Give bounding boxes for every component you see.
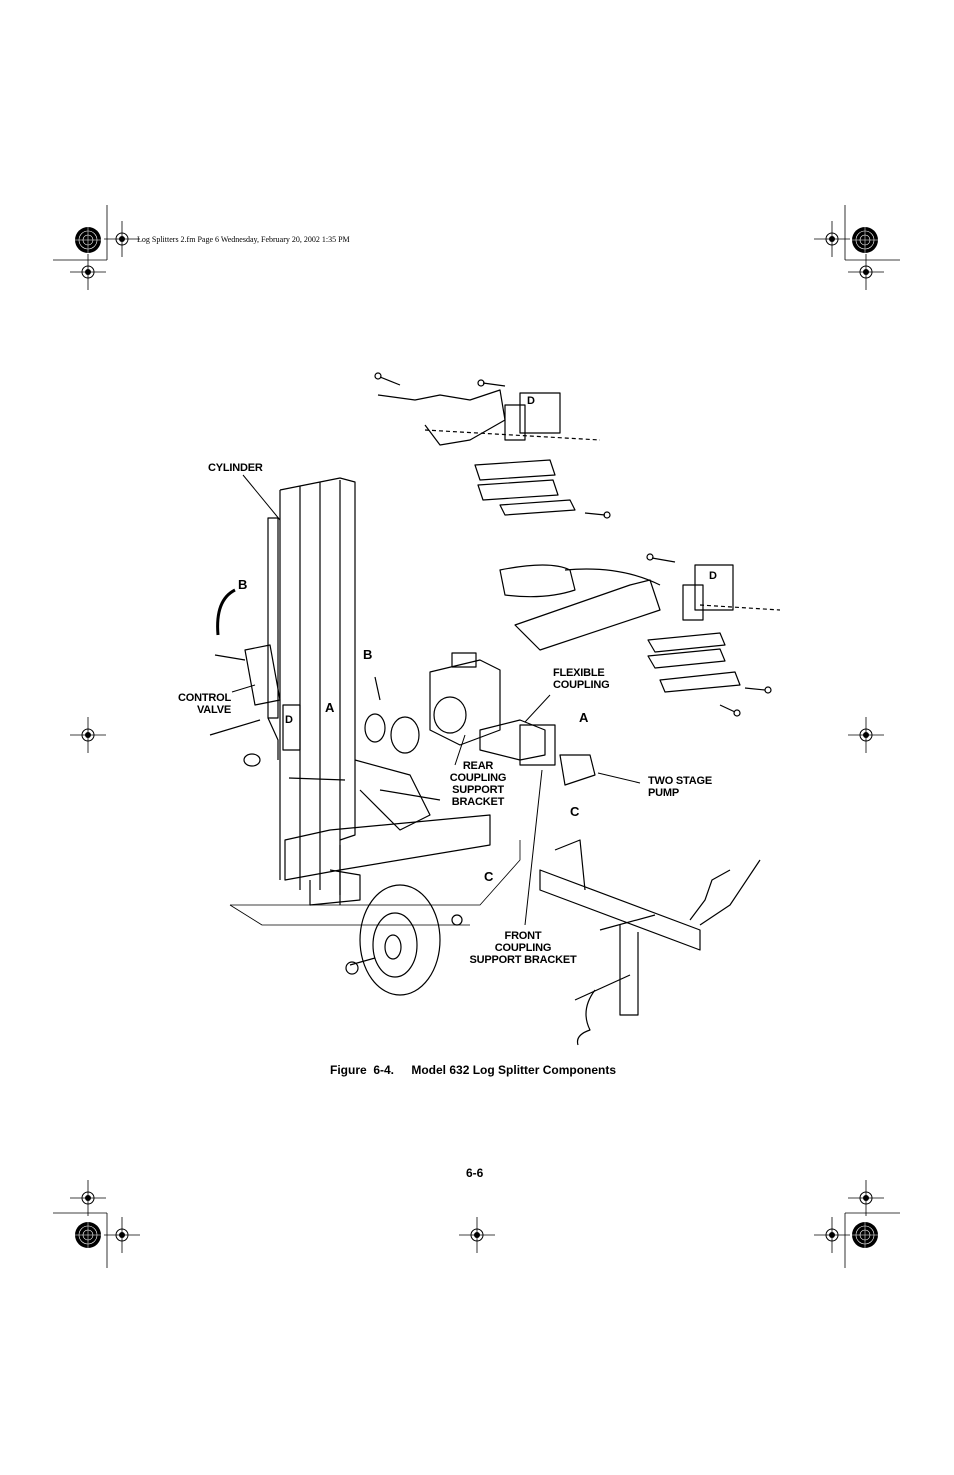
marker-d-plate: D	[285, 714, 293, 726]
callout-front-coupling-support-bracket: FRONT COUPLING SUPPORT BRACKET	[462, 930, 584, 966]
figure-caption: Figure 6-4. Model 632 Log Splitter Compo…	[330, 1063, 616, 1077]
callout-rear-bracket-line2: COUPLING	[449, 772, 507, 784]
marker-b-hose: B	[238, 577, 248, 592]
callout-two-stage-pump-line1: TWO STAGE	[648, 775, 712, 787]
callout-flexible-coupling-line1: FLEXIBLE	[553, 667, 605, 679]
figure-caption-title: Model 632 Log Splitter Components	[411, 1063, 617, 1077]
callout-control-valve-line1: CONTROL	[178, 692, 231, 704]
callout-rear-coupling-support-bracket: REAR COUPLING SUPPORT BRACKET	[442, 760, 514, 808]
callout-front-bracket-line1: FRONT	[504, 930, 542, 942]
marker-d-top-bracket: D	[527, 395, 535, 407]
callout-two-stage-pump-line2: PUMP	[648, 787, 679, 799]
callout-control-valve: CONTROL VALVE	[175, 692, 231, 716]
figure-caption-number: Figure 6-4.	[330, 1063, 395, 1077]
marker-a-valve: A	[325, 700, 335, 715]
callout-front-bracket-line2: COUPLING	[494, 942, 552, 954]
callout-flexible-coupling: FLEXIBLE COUPLING	[553, 667, 610, 691]
marker-d-middle-bracket: D	[709, 570, 717, 582]
marker-b-fitting: B	[363, 647, 373, 662]
callout-leaders	[231, 474, 641, 926]
registration-marks	[69, 220, 885, 1254]
callout-cylinder: CYLINDER	[208, 462, 263, 474]
log-splitter-drawing	[209, 372, 781, 1046]
marker-a-pump: A	[579, 710, 589, 725]
marker-c-pump: C	[570, 804, 580, 819]
callout-rear-bracket-line3: SUPPORT	[452, 784, 504, 796]
crop-marks-top	[53, 205, 900, 261]
callout-two-stage-pump: TWO STAGE PUMP	[648, 775, 712, 799]
file-info-stamp: Log Splitters 2.fm Page 6 Wednesday, Feb…	[137, 235, 350, 244]
crop-marks-bottom	[53, 1212, 900, 1268]
callout-rear-bracket-line1: REAR	[462, 760, 494, 772]
callout-control-valve-line2: VALVE	[196, 704, 231, 716]
page-number: 6-6	[466, 1166, 484, 1180]
callout-flexible-coupling-line2: COUPLING	[553, 679, 610, 691]
callout-front-bracket-line3: SUPPORT BRACKET	[469, 954, 577, 966]
marker-c-base: C	[484, 869, 494, 884]
callout-rear-bracket-line4: BRACKET	[451, 796, 505, 808]
